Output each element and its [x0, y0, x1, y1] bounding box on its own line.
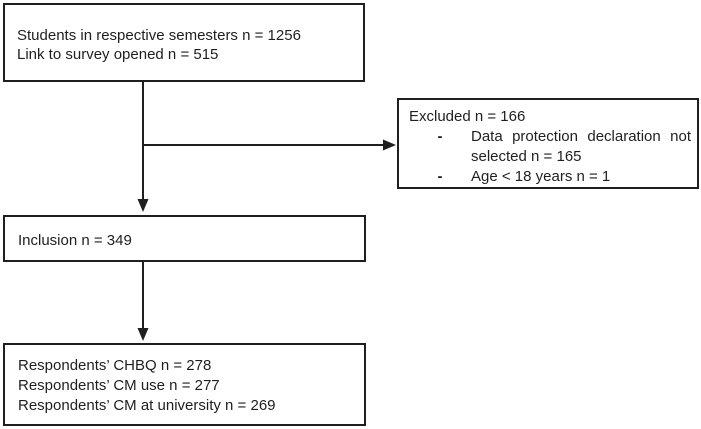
inclusion-label: Inclusion n = 349 [18, 232, 132, 249]
enrollment-box: Students in respective semesters n = 125… [3, 3, 365, 82]
excluded-box: Excluded n = 166 - Data protection decla… [397, 98, 699, 189]
excluded-item-data-protection: - Data protection declaration not select… [409, 127, 692, 167]
enrollment-line-students: Students in respective semesters n = 125… [17, 27, 301, 44]
arrow-to-excluded [143, 139, 396, 151]
excluded-item-age: - Age < 18 years n = 1 [409, 167, 691, 187]
bullet-dash: - [437, 128, 443, 145]
excluded-title: Excluded n = 166 [409, 108, 526, 125]
respondents-line-cm-use: Respondents’ CM use n = 277 [18, 377, 220, 394]
respondents-line-chbq: Respondents’ CHBQ n = 278 [18, 357, 212, 374]
arrow-enrollment-to-inclusion [137, 82, 149, 212]
enrollment-line-link-opened: Link to survey opened n = 515 [17, 46, 219, 63]
excluded-item-text: Data protection declaration not selected… [471, 128, 691, 165]
respondents-line-cm-university: Respondents’ CM at university n = 269 [18, 397, 276, 414]
excluded-item-text: Age < 18 years n = 1 [471, 168, 611, 185]
inclusion-box: Inclusion n = 349 [3, 215, 366, 262]
respondents-box: Respondents’ CHBQ n = 278 Respondents’ C… [3, 343, 366, 426]
arrow-inclusion-to-respondents [137, 262, 149, 341]
bullet-dash: - [437, 168, 443, 185]
